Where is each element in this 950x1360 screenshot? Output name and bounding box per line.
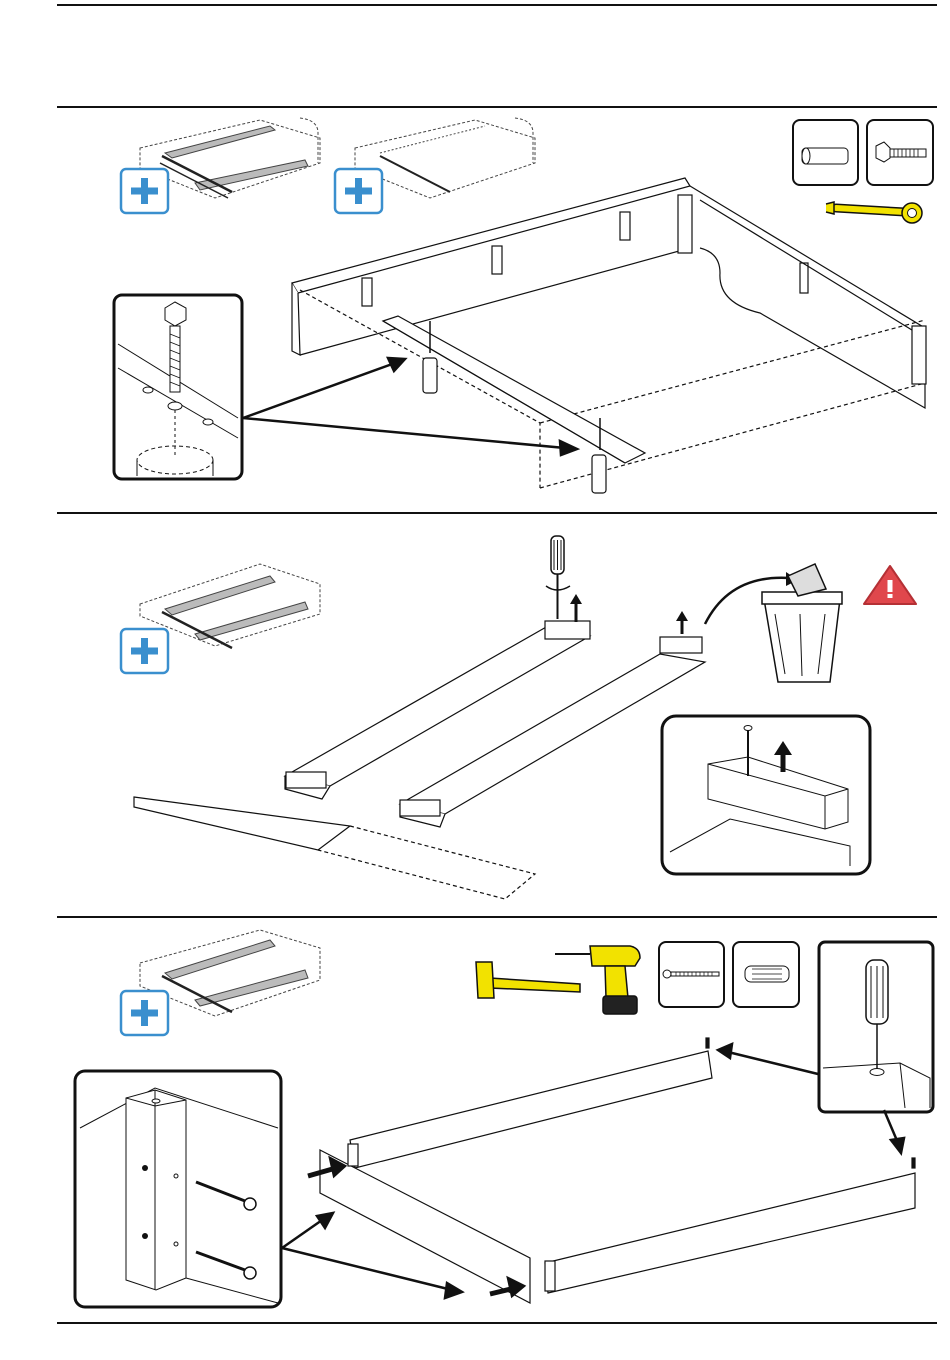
slat-boards [134, 621, 705, 899]
bolt-detail-inset [114, 295, 242, 479]
dowel-part-box [793, 120, 858, 185]
screwdriver-detail-inset [819, 942, 933, 1112]
page-top-rule [57, 4, 937, 6]
dowel-part-box-2 [733, 942, 799, 1007]
screwdriver-icon [546, 536, 582, 622]
step-1-arrows [243, 358, 577, 455]
page-bottom-rule [57, 1322, 937, 1324]
hammer-icon [476, 962, 580, 998]
bolt-part-box [867, 120, 933, 185]
plus-badge-2 [335, 169, 382, 213]
screw-removal-inset [662, 716, 870, 874]
warning-icon [864, 566, 916, 604]
wrench-icon [826, 202, 922, 223]
drill-icon [555, 946, 640, 1014]
plus-badge-1 [121, 169, 168, 213]
screw-part-box [659, 942, 724, 1007]
corner-detail-inset [75, 1071, 281, 1307]
bed-frame-drawing [292, 178, 926, 493]
step-2 [0, 514, 950, 916]
plus-badge-3 [121, 629, 168, 673]
step-1 [0, 108, 950, 512]
trash-bin-icon [762, 564, 842, 682]
plus-badge-4 [121, 991, 168, 1035]
step-3 [0, 918, 950, 1322]
